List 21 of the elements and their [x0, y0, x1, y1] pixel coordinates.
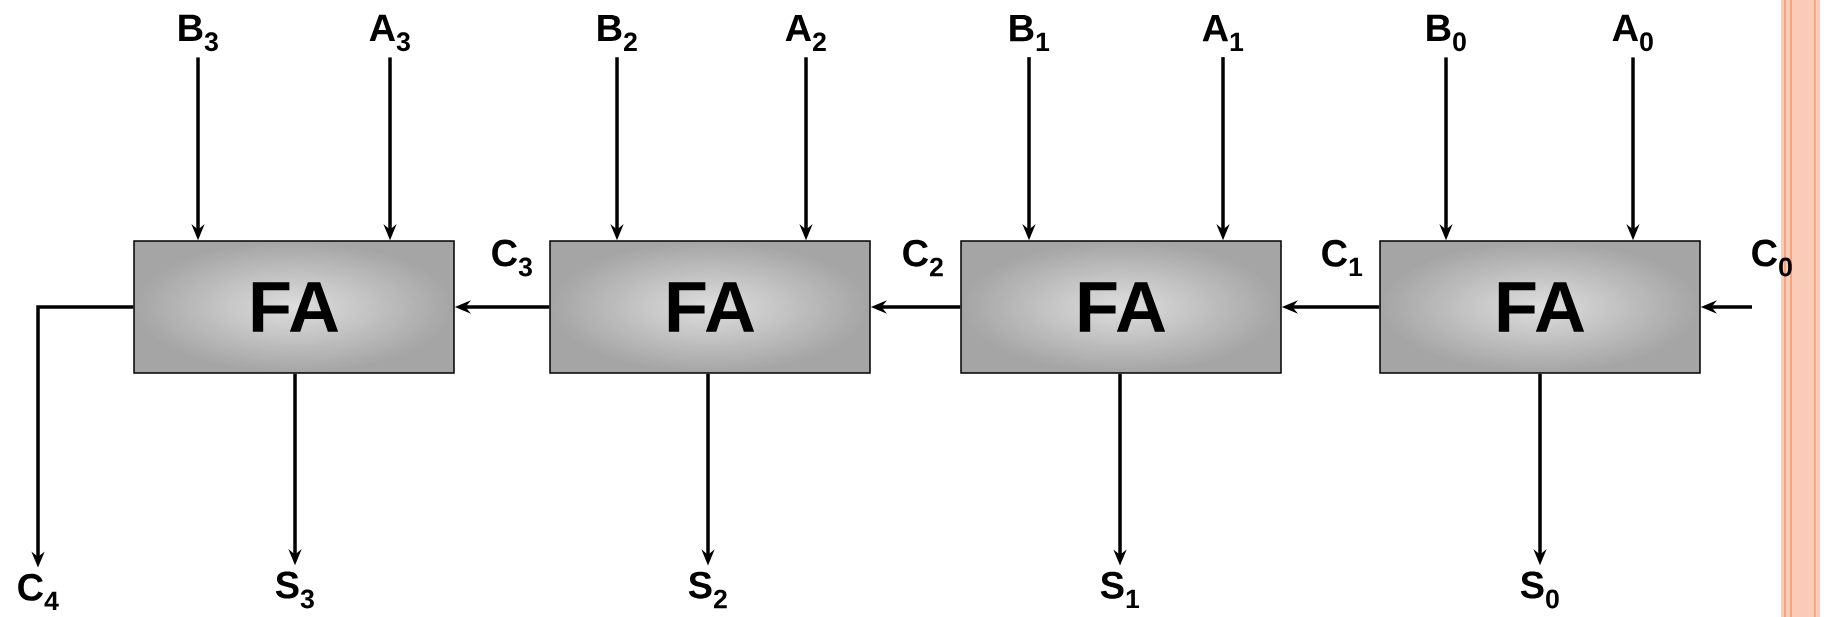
signal-label: A$_{3}$: [369, 14, 410, 52]
signal-label: S$_{2}$: [688, 571, 727, 609]
full-adder-box: FA: [1379, 240, 1701, 374]
signal-label: S$_{1}$: [1100, 571, 1140, 609]
signal-label: S$_{3}$: [275, 571, 314, 609]
carry-label: C$_{3}$: [492, 239, 532, 277]
signal-label: A$_{0}$: [1612, 14, 1653, 52]
carry-label: C$_{0}$: [1752, 239, 1792, 277]
signal-label: A$_{2}$: [785, 14, 826, 52]
signal-label: B$_{1}$: [1010, 15, 1050, 51]
signal-label: C$_{4}$: [18, 573, 59, 611]
signal-label: B$_{0}$: [1427, 14, 1466, 52]
signal-label: A$_{1}$: [1202, 15, 1244, 51]
signal-label: B$_{2}$: [598, 14, 637, 52]
signal-label: S$_{0}$: [1520, 571, 1559, 609]
carry-label: C$_{1}$: [1322, 239, 1363, 277]
signal-label: B$_{3}$: [179, 14, 218, 52]
full-adder-box: FA: [960, 240, 1282, 374]
carry-label: C$_{2}$: [903, 239, 943, 277]
full-adder-box: FA: [549, 240, 871, 374]
full-adder-box: FA: [133, 240, 455, 374]
